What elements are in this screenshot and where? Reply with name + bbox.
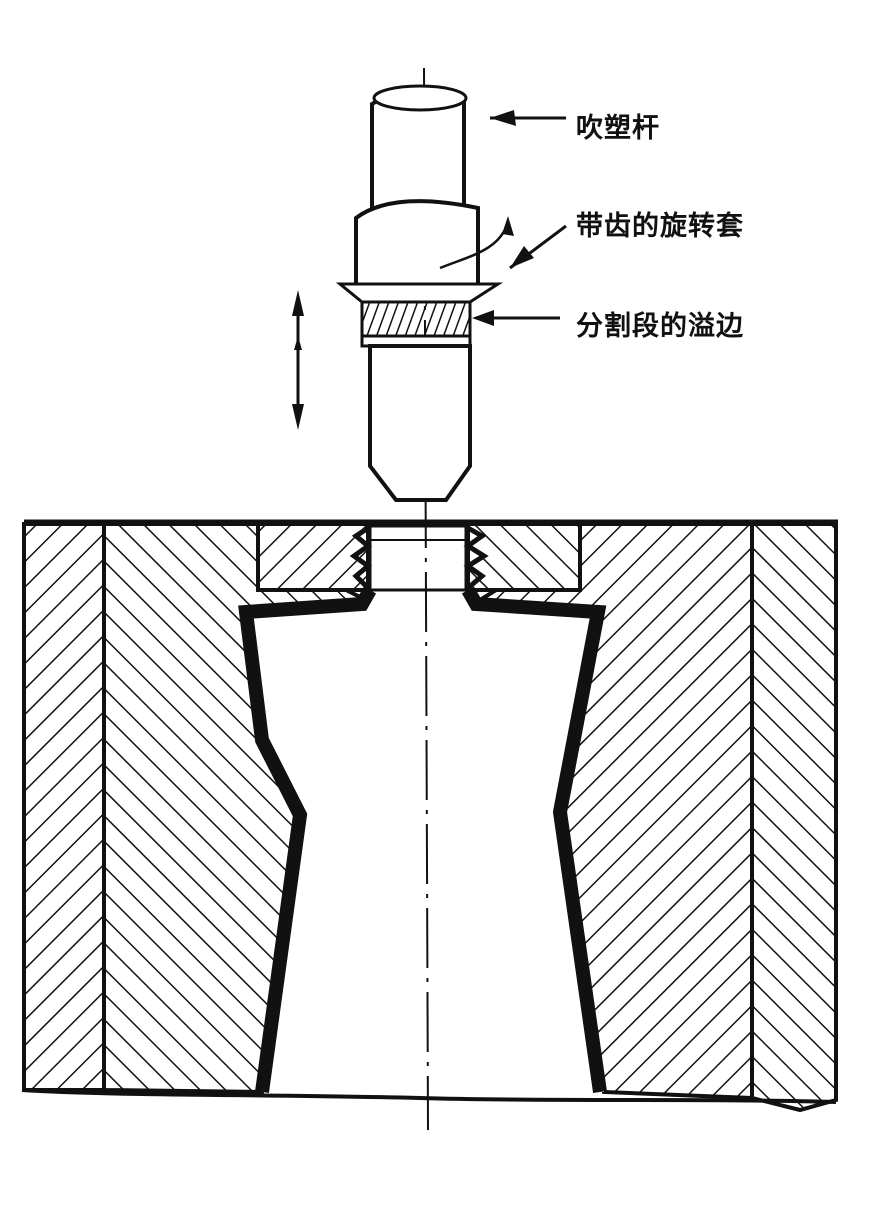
mold-bottom-edge	[21, 1088, 837, 1104]
neck-thread-left	[349, 525, 373, 590]
neck-opening	[368, 524, 468, 592]
blow-rod-tip	[368, 344, 472, 502]
toothed-rotating-sleeve	[335, 199, 504, 348]
leader-blow-rod	[490, 110, 566, 126]
mold-left-outer-section	[22, 522, 106, 1092]
bottle-cavity	[246, 594, 604, 1092]
vertical-motion-arrow	[292, 290, 304, 430]
label-flash: 分割段的溢边	[576, 311, 744, 342]
mold-block	[22, 519, 838, 1113]
leader-toothed-sleeve	[439, 216, 567, 270]
parison-wall-left	[238, 586, 377, 1093]
leader-flash	[472, 310, 560, 326]
blow-rod	[370, 84, 468, 214]
neck-thread-right	[463, 525, 489, 590]
parison-wall-right	[461, 586, 607, 1093]
mold-right-outer-section	[750, 522, 838, 1113]
label-toothed-sleeve: 带齿的旋转套	[576, 211, 744, 242]
label-blow-rod: 吹塑杆	[576, 113, 660, 144]
